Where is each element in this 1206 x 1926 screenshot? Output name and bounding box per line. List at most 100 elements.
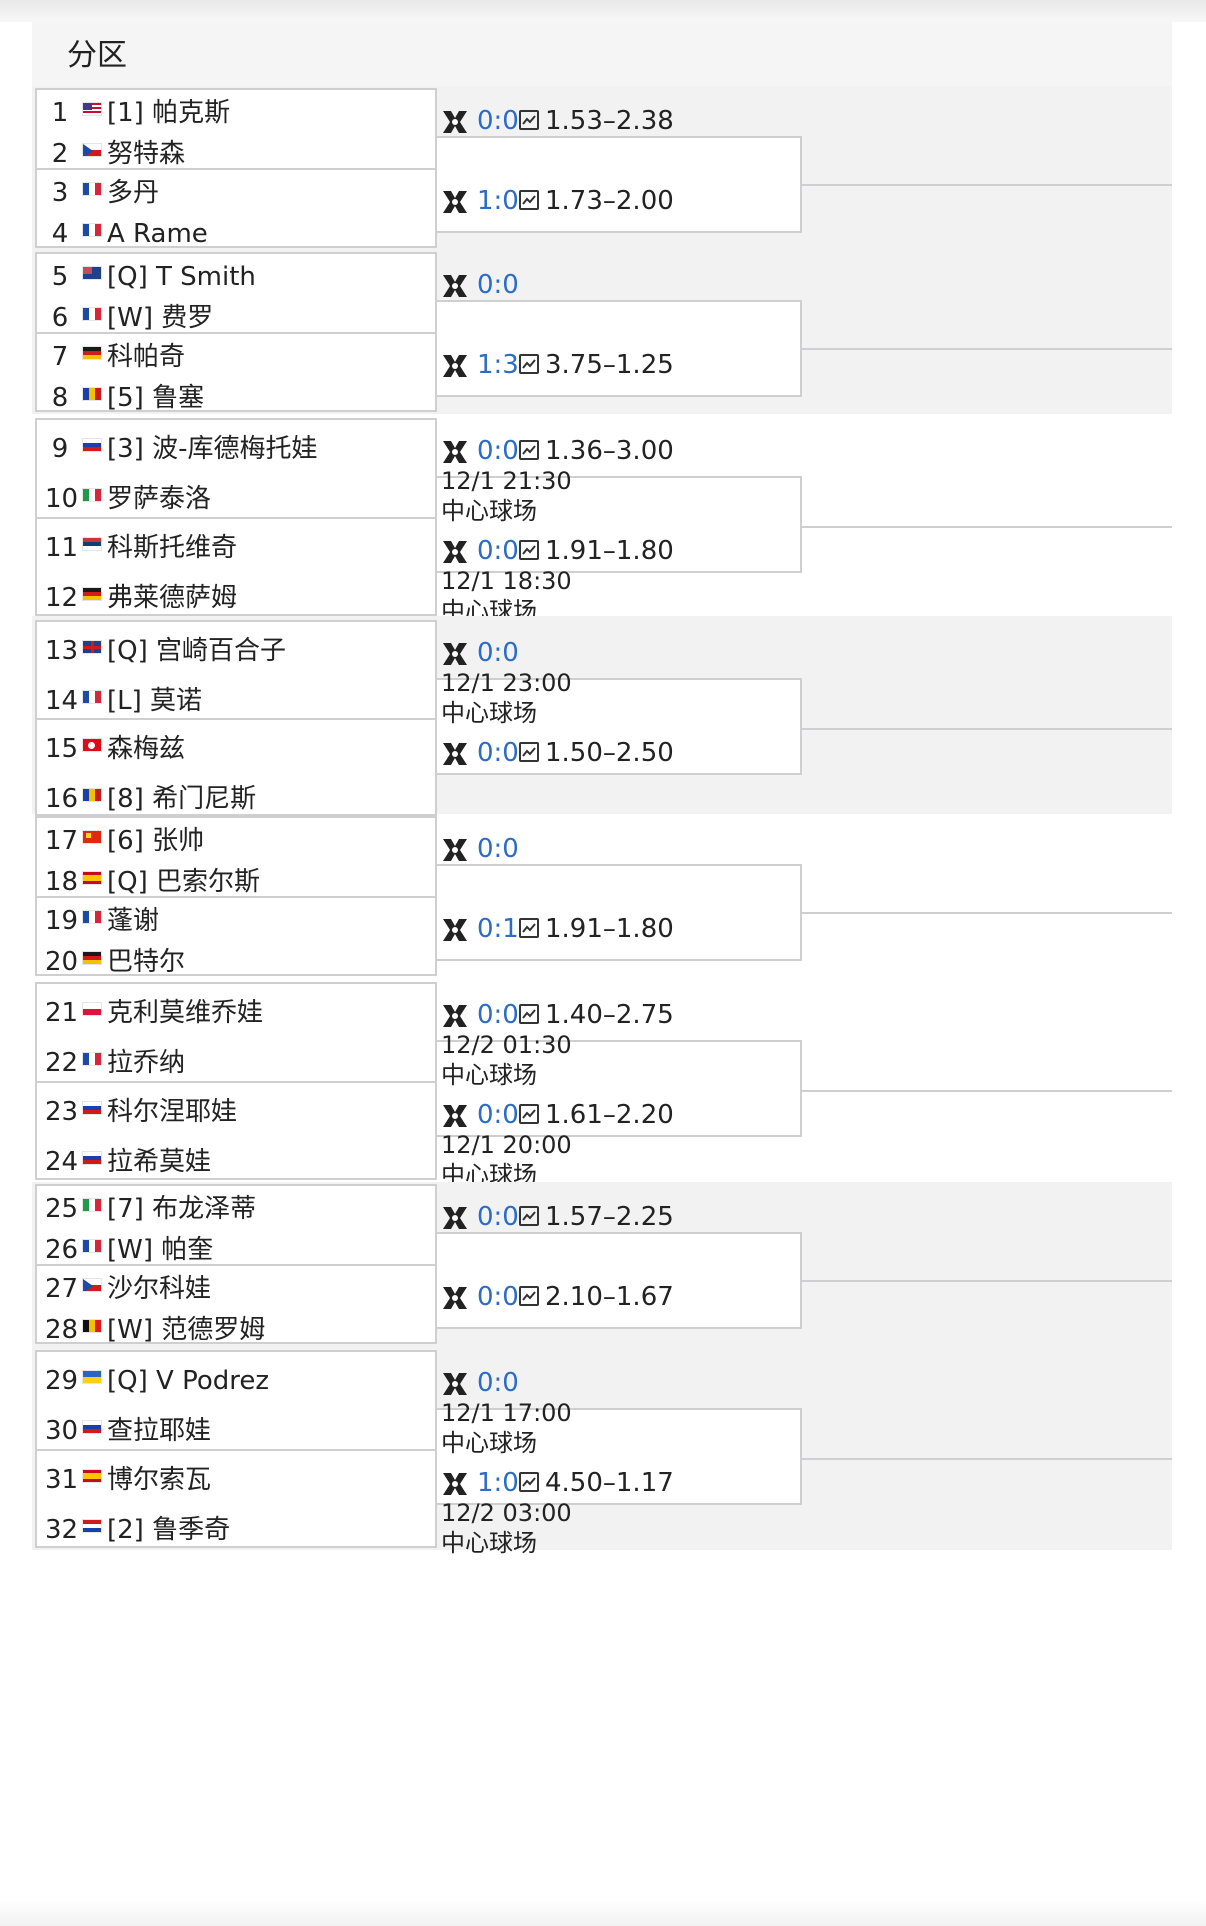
player-row[interactable]: 1[1] 帕克斯 (37, 100, 435, 130)
player-row[interactable]: 28[W] 范德罗姆 (37, 1317, 435, 1347)
player-name[interactable]: [W] 范德罗姆 (107, 1315, 266, 1345)
match-score[interactable]: 1:0 (477, 186, 519, 216)
match-odds[interactable]: 1.36–3.00 (545, 436, 674, 466)
es-flag-icon (82, 871, 102, 885)
player-name[interactable]: 克利莫维乔娃 (107, 998, 264, 1028)
match-odds[interactable]: 1.91–1.80 (545, 536, 674, 566)
match-odds[interactable]: 1.53–2.38 (545, 106, 674, 136)
player-row[interactable]: 29[Q] V Podrez (37, 1368, 435, 1398)
player-row[interactable]: 8[5] 鲁塞 (37, 385, 435, 415)
player-name[interactable]: [1] 帕克斯 (107, 98, 231, 128)
player-name[interactable]: [Q] 宫崎百合子 (107, 636, 287, 666)
player-row[interactable]: 26[W] 帕奎 (37, 1237, 435, 1267)
match-score[interactable]: 0:0 (477, 834, 519, 864)
match-odds[interactable]: 1.57–2.25 (545, 1202, 674, 1232)
match-score[interactable]: 0:0 (477, 1368, 519, 1398)
player-name[interactable]: 努特森 (107, 139, 186, 169)
match-odds[interactable]: 1.91–1.80 (545, 914, 674, 944)
match-score[interactable]: 0:0 (477, 1100, 519, 1130)
match-score[interactable]: 0:0 (477, 436, 519, 466)
player-name[interactable]: 科帕奇 (107, 342, 186, 372)
match-score[interactable]: 0:0 (477, 536, 519, 566)
player-name[interactable]: [Q] T Smith (107, 262, 256, 292)
player-row[interactable]: 14[L] 莫诺 (37, 688, 435, 718)
match-score[interactable]: 0:0 (477, 1202, 519, 1232)
player-name[interactable]: 拉乔纳 (107, 1048, 186, 1078)
player-name[interactable]: [3] 波-库德梅托娃 (107, 434, 318, 464)
match-score[interactable]: 0:0 (477, 638, 519, 668)
player-name[interactable]: [Q] V Podrez (107, 1366, 269, 1396)
match-odds[interactable]: 1.61–2.20 (545, 1100, 674, 1130)
player-name[interactable]: 拉希莫娃 (107, 1147, 212, 1177)
player-row[interactable]: 9[3] 波-库德梅托娃 (37, 436, 435, 466)
player-name[interactable]: 多丹 (107, 178, 160, 208)
player-name[interactable]: [5] 鲁塞 (107, 383, 205, 413)
player-row[interactable]: 10 罗萨泰洛 (37, 486, 435, 516)
player-name[interactable]: [2] 鲁季奇 (107, 1515, 231, 1545)
match-score[interactable]: 0:0 (477, 1000, 519, 1030)
match-score[interactable]: 1:0 (477, 1468, 519, 1498)
seed-position: 10 (45, 484, 79, 514)
player-name[interactable]: 科斯托维奇 (107, 533, 238, 563)
player-name[interactable]: 博尔索瓦 (107, 1465, 212, 1495)
player-name[interactable]: 查拉耶娃 (107, 1416, 212, 1446)
player-row[interactable]: 16[8] 希门尼斯 (37, 786, 435, 816)
player-row[interactable]: 17[6] 张帅 (37, 828, 435, 858)
player-row[interactable]: 25[7] 布龙泽蒂 (37, 1196, 435, 1226)
player-name[interactable]: [7] 布龙泽蒂 (107, 1194, 257, 1224)
player-row[interactable]: 32[2] 鲁季奇 (37, 1517, 435, 1547)
match-score[interactable]: 0:0 (477, 270, 519, 300)
match-venue: 中心球场 (441, 497, 537, 525)
match-odds[interactable]: 1.73–2.00 (545, 186, 674, 216)
fr-flag-icon (82, 182, 102, 196)
bracket-connector (437, 136, 802, 233)
player-name[interactable]: 科尔涅耶娃 (107, 1097, 238, 1127)
player-name[interactable]: [6] 张帅 (107, 826, 205, 856)
player-name[interactable]: [Q] 巴索尔斯 (107, 867, 261, 897)
match-odds[interactable]: 1.40–2.75 (545, 1000, 674, 1030)
player-row[interactable]: 18[Q] 巴索尔斯 (37, 869, 435, 899)
match-odds[interactable]: 2.10–1.67 (545, 1282, 674, 1312)
player-name[interactable]: 蓬谢 (107, 906, 160, 936)
player-name[interactable]: 弗莱德萨姆 (107, 583, 238, 613)
player-name[interactable]: 沙尔科娃 (107, 1274, 212, 1304)
match-score[interactable]: 0:0 (477, 1282, 519, 1312)
match-odds[interactable]: 1.50–2.50 (545, 738, 674, 768)
match-odds[interactable]: 4.50–1.17 (545, 1468, 674, 1498)
player-name[interactable]: [L] 莫诺 (107, 686, 203, 716)
player-row[interactable]: 13[Q] 宫崎百合子 (37, 638, 435, 668)
match-score[interactable]: 0:0 (477, 106, 519, 136)
player-name[interactable]: 森梅兹 (107, 734, 186, 764)
player-name[interactable]: A Rame (107, 219, 208, 249)
match-score[interactable]: 1:3 (477, 350, 519, 380)
player-name[interactable]: 巴特尔 (107, 947, 186, 977)
player-name[interactable]: [W] 帕奎 (107, 1235, 214, 1265)
player-name[interactable]: 罗萨泰洛 (107, 484, 212, 514)
match-score[interactable]: 0:1 (477, 914, 519, 944)
player-name[interactable]: [8] 希门尼斯 (107, 784, 257, 814)
odds-chart-icon (519, 1286, 539, 1306)
match-score[interactable]: 0:0 (477, 738, 519, 768)
player-row[interactable]: 6[W] 费罗 (37, 305, 435, 335)
player-name[interactable]: [W] 费罗 (107, 303, 214, 333)
player-row[interactable]: 5[Q] T Smith (37, 264, 435, 294)
match-odds[interactable]: 3.75–1.25 (545, 350, 674, 380)
